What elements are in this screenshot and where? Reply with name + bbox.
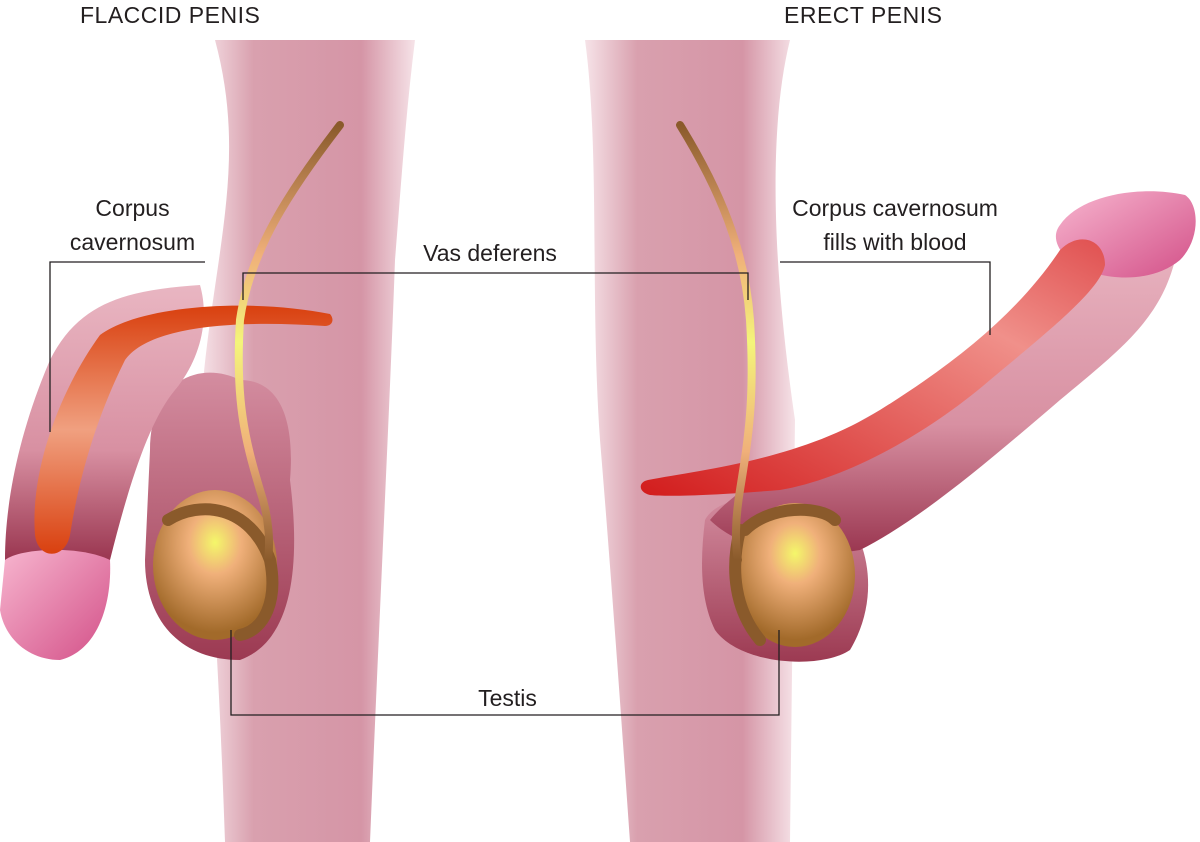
label-line: cavernosum bbox=[69, 229, 196, 255]
title-erect: ERECT PENIS bbox=[784, 2, 943, 28]
left-corpus-cavernosum bbox=[34, 305, 333, 554]
left-vas-deferens bbox=[234, 121, 344, 564]
corpus-right-leader bbox=[780, 261, 991, 335]
right-corpus-cavernosum bbox=[640, 239, 1105, 496]
right-testis bbox=[735, 503, 855, 647]
leader-lines bbox=[49, 261, 991, 716]
label-line: fills with blood bbox=[823, 229, 967, 255]
testis-leader bbox=[230, 630, 780, 716]
title-flaccid: FLACCID PENIS bbox=[80, 2, 261, 28]
label-testis: Testis bbox=[478, 685, 537, 711]
left-glans bbox=[0, 549, 111, 660]
right-vas-deferens bbox=[676, 121, 756, 564]
label-corpus-cavernosum-left: Corpus cavernosum bbox=[60, 191, 205, 259]
corpus-left-leader bbox=[49, 261, 205, 432]
label-corpus-cavernosum-right: Corpus cavernosum fills with blood bbox=[775, 191, 1015, 259]
right-torso bbox=[585, 40, 795, 842]
label-line: Corpus bbox=[95, 195, 170, 221]
vas-deferens-leader bbox=[242, 272, 749, 300]
label-vas-deferens: Vas deferens bbox=[423, 240, 557, 266]
label-line: Corpus cavernosum bbox=[792, 195, 998, 221]
